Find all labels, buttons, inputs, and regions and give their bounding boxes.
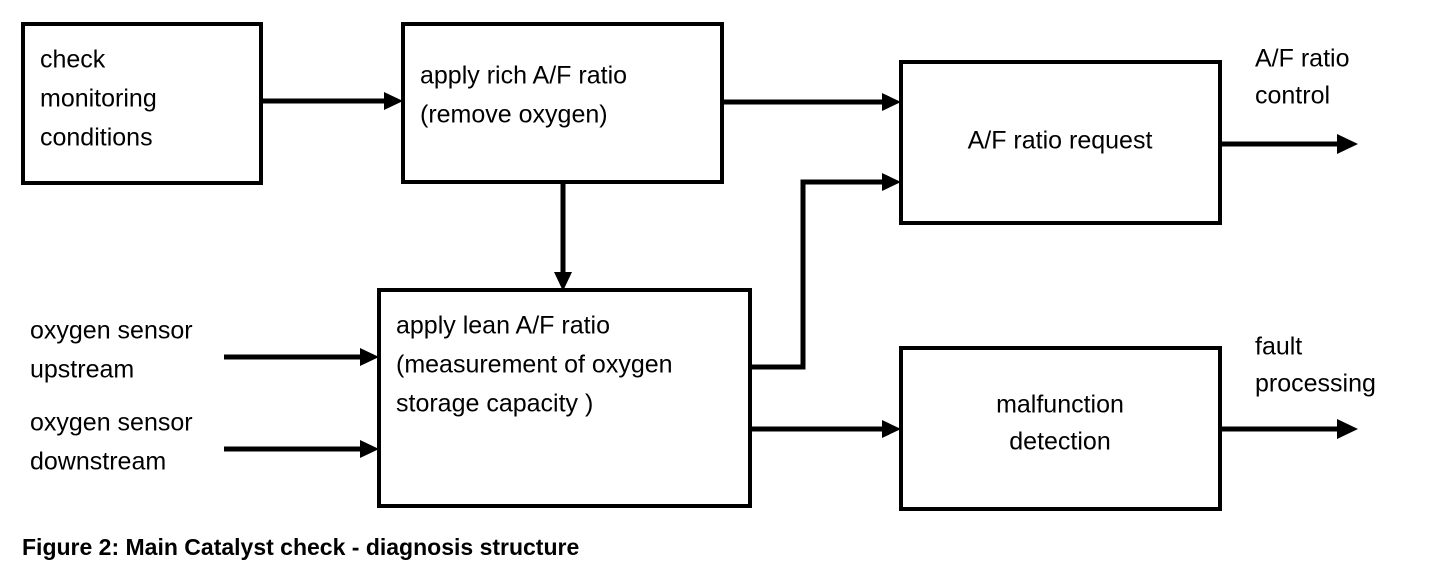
label-line: fault [1255,333,1302,361]
arrowhead-icon [882,93,901,111]
box-text-line: detection [1009,428,1110,456]
box-check-monitoring-conditions[interactable] [21,22,263,185]
box-label-apply-rich-af-ratio: apply rich A/F ratio (remove oxygen) [420,62,627,129]
box-text-line: A/F ratio request [968,127,1153,155]
connector-rich-to-request [722,93,901,111]
arrowhead-icon [360,440,379,458]
box-malfunction-detection[interactable] [899,346,1222,511]
box-apply-rich-af-ratio[interactable] [401,22,724,184]
box-text-line: check [40,46,106,74]
label-oxygen-sensor-upstream: oxygen sensor upstream [30,317,193,384]
connector-rich-to-lean [554,182,572,291]
arrowhead-icon [1337,134,1358,154]
label-line: upstream [30,356,134,384]
box-label-check-monitoring-conditions: check monitoring conditions [40,46,157,152]
label-line: oxygen sensor [30,409,193,437]
arrowhead-icon [554,272,572,291]
box-label-af-ratio-request: A/F ratio request [968,127,1153,155]
box-text-line: conditions [40,124,153,152]
box-text-line: malfunction [996,391,1124,419]
box-text-line: monitoring [40,85,157,113]
box-text-line: storage capacity ) [396,390,593,418]
connector-request-to-control [1220,134,1358,154]
label-line: control [1255,82,1330,110]
arrowhead-icon [384,92,403,110]
connector-malfunction-to-fault [1220,419,1358,439]
connector-upstream-to-lean [224,348,379,366]
label-line: A/F ratio [1255,45,1349,73]
connector-check-to-rich [261,92,403,110]
label-line: processing [1255,370,1376,398]
box-text-line: (measurement of oxygen [396,351,673,379]
connector-downstream-to-lean [224,440,379,458]
label-line: oxygen sensor [30,317,193,345]
figure-caption: Figure 2: Main Catalyst check - diagnosi… [22,534,579,560]
arrowhead-icon [1337,419,1358,439]
arrowhead-icon [882,420,901,438]
arrowhead-icon [882,173,901,191]
label-line: downstream [30,448,166,476]
connector-lean-to-malfunction [750,420,901,438]
box-af-ratio-request[interactable] [899,60,1222,225]
box-text-line: apply lean A/F ratio [396,312,610,340]
label-af-ratio-control: A/F ratio control [1255,45,1349,110]
label-oxygen-sensor-downstream: oxygen sensor downstream [30,409,193,476]
box-label-malfunction-detection: malfunction detection [996,391,1124,456]
arrowhead-icon [360,348,379,366]
box-apply-lean-af-ratio[interactable] [377,288,752,508]
connector-lean-to-request [750,173,901,370]
box-text-line: apply rich A/F ratio [420,62,627,90]
label-fault-processing: fault processing [1255,333,1376,398]
box-text-line: (remove oxygen) [420,101,608,129]
box-label-apply-lean-af-ratio: apply lean A/F ratio (measurement of oxy… [396,312,673,418]
